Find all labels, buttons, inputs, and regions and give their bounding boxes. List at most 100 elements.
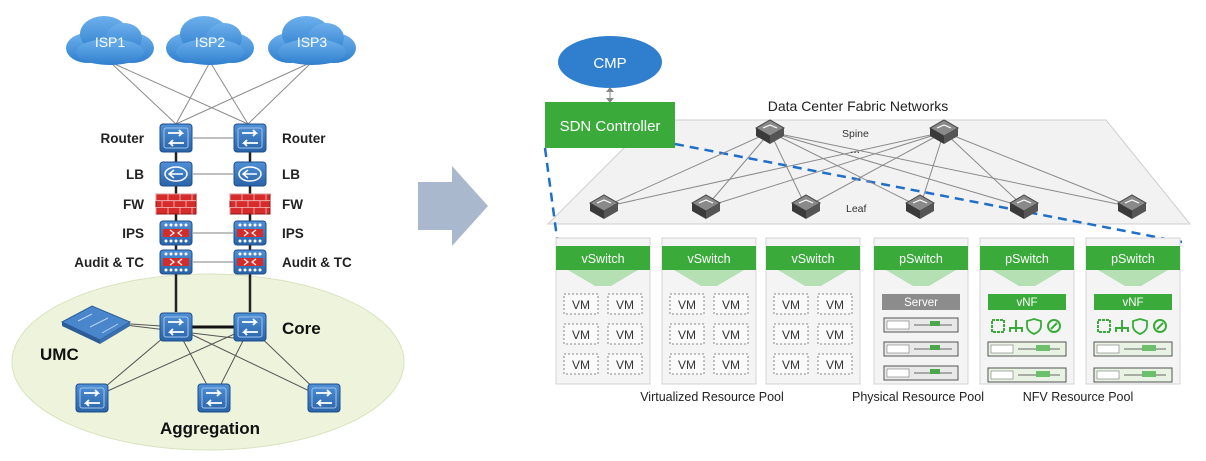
- vm-label: VM: [826, 298, 844, 312]
- vm-box: [817, 293, 853, 315]
- vm-box: [713, 293, 749, 315]
- vm-box: [607, 353, 643, 375]
- vnf-label: vNF: [1016, 297, 1037, 309]
- isp-label: ISP2: [195, 34, 226, 50]
- spine-switch-icon: [754, 119, 786, 144]
- vm-label: VM: [616, 358, 634, 372]
- pool-switch-bar: [556, 246, 650, 270]
- pool-switch-bar: [766, 246, 860, 270]
- isp-cloud-icon: ISP3: [268, 16, 356, 65]
- legacy-devices: ISP1 ISP2 ISP3: [66, 16, 356, 413]
- fabric-links: [603, 131, 1133, 208]
- vm-box: [817, 353, 853, 375]
- vm-box: [669, 293, 705, 315]
- controller-label: SDN Controller: [560, 118, 661, 135]
- vm-label: VM: [722, 328, 740, 342]
- caption-physical: Physical Resource Pool: [852, 390, 984, 404]
- vm-label: VM: [782, 298, 800, 312]
- vnf-function-icons: [1097, 318, 1167, 335]
- vm-label: VM: [826, 358, 844, 372]
- vm-label: VM: [616, 328, 634, 342]
- isp-cloud-icon: ISP1: [66, 16, 154, 65]
- umc-device-icon: [60, 305, 132, 344]
- layer-label-left: Router: [101, 131, 145, 146]
- load-balancer-icon: [233, 161, 267, 187]
- pool-switch-bar: [662, 246, 756, 270]
- vnf-header: [988, 294, 1066, 310]
- layer-label-left: IPS: [122, 226, 144, 241]
- vm-label: VM: [572, 298, 590, 312]
- ips-icon: [233, 220, 267, 246]
- layer-label-right: LB: [282, 167, 300, 182]
- leaf-switch-icon: [690, 194, 722, 219]
- server-label: Server: [904, 297, 938, 309]
- isp-label: ISP3: [297, 34, 328, 50]
- isp-label: ISP1: [95, 34, 126, 50]
- leaf-switch-icon: [1008, 194, 1040, 219]
- controller-dash-right: [674, 142, 1183, 244]
- server-unit-icon: [883, 341, 959, 357]
- vm-box: [563, 353, 599, 375]
- vm-box: [713, 353, 749, 375]
- layer-label-left: Audit & TC: [74, 255, 144, 270]
- router-icon: [233, 123, 267, 153]
- vm-label: VM: [678, 298, 696, 312]
- pool-switch-label: vSwitch: [687, 252, 730, 266]
- vm-label: VM: [782, 328, 800, 342]
- vm-label: VM: [826, 328, 844, 342]
- load-balancer-icon: [159, 161, 193, 187]
- pool-switch-bar: [874, 246, 968, 270]
- vnf-unit-icon: [1093, 341, 1173, 357]
- leaf-switch-icon: [588, 194, 620, 219]
- isp-links: [109, 61, 313, 125]
- transition-arrow-icon: [418, 166, 488, 246]
- server-unit-icon: [883, 317, 959, 333]
- vnf-header: [1094, 294, 1172, 310]
- vm-box: [773, 353, 809, 375]
- vnf-label: vNF: [1122, 297, 1143, 309]
- controller-dash-left: [543, 147, 559, 239]
- cmp-node: [558, 36, 662, 88]
- firewall-icon: [229, 193, 271, 215]
- isp-cloud-icon: ISP2: [166, 16, 254, 65]
- spine-ellipsis: ...: [850, 142, 860, 156]
- core-label: Core: [282, 319, 321, 338]
- vm-label: VM: [572, 358, 590, 372]
- vnf-unit-icon: [987, 367, 1067, 383]
- server-unit-icon: [883, 365, 959, 381]
- cmp-label: CMP: [593, 55, 626, 72]
- vm-box: [607, 323, 643, 345]
- layer-label-left: FW: [123, 197, 144, 212]
- vm-box: [669, 323, 705, 345]
- leaf-switch-icon: [790, 194, 822, 219]
- layer-label-left: LB: [126, 167, 144, 182]
- leaf-switch-icon: [904, 194, 936, 219]
- aggregation-label: Aggregation: [160, 419, 260, 438]
- leaf-label: Leaf: [846, 203, 867, 215]
- ips-icon: [159, 220, 193, 246]
- vnf-unit-icon: [987, 341, 1067, 357]
- leaf-switch-icon: [1116, 194, 1148, 219]
- aggregation-switch-icon: [197, 383, 231, 413]
- pool-switch-label: pSwitch: [1005, 252, 1049, 266]
- pool-switch-label: pSwitch: [1111, 252, 1155, 266]
- layer-label-right: Audit & TC: [282, 255, 352, 270]
- layer-label-right: IPS: [282, 226, 304, 241]
- vm-label: VM: [616, 298, 634, 312]
- vm-box: [773, 323, 809, 345]
- fabric-nodes: [588, 119, 1148, 219]
- audit-tc-icon: [233, 249, 267, 275]
- vnf-function-icons: [991, 318, 1061, 335]
- vm-box: [669, 353, 705, 375]
